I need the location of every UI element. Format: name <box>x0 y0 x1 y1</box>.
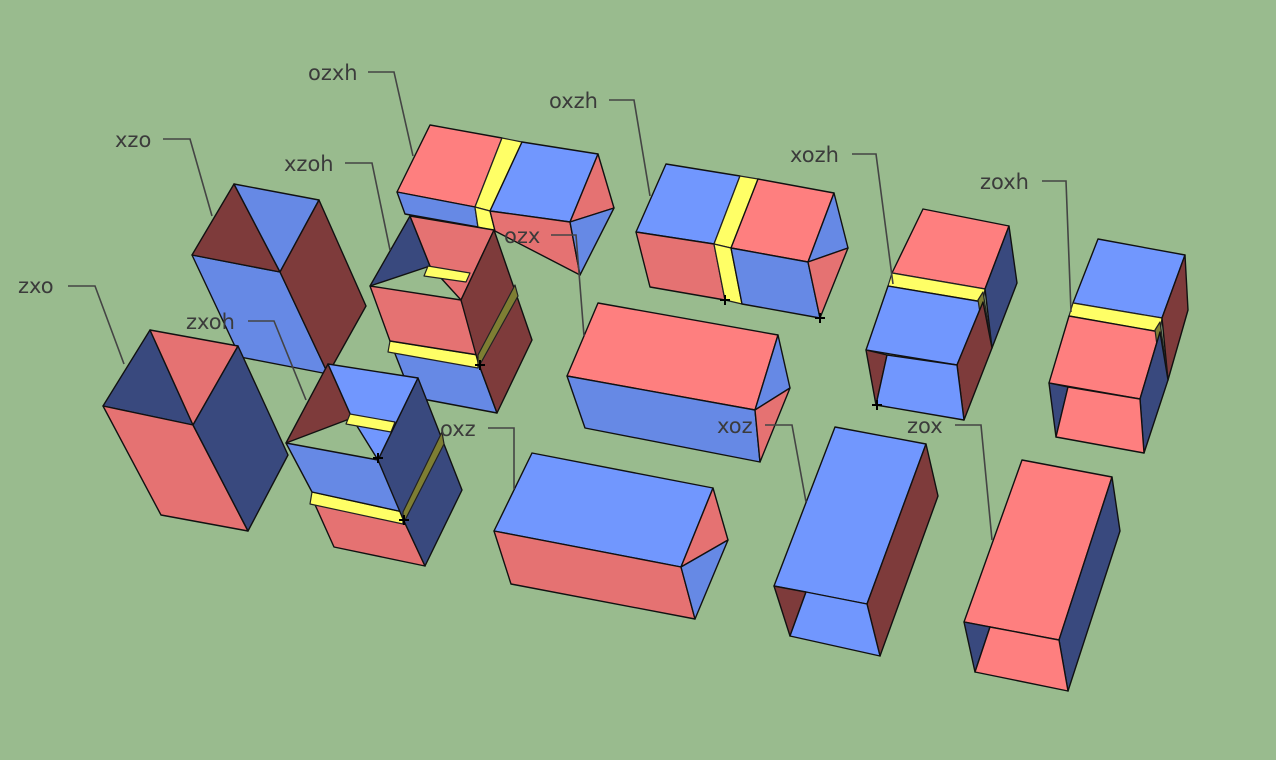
leader-xozh <box>852 153 894 285</box>
box-xzoh-hinge-right <box>477 284 519 369</box>
label-xzo: xzo <box>115 128 151 152</box>
box-oxz-end-face <box>680 539 729 620</box>
box-ozxh <box>396 124 615 276</box>
box-xzo-right-face <box>279 199 367 375</box>
box-xozh-inner-floor <box>875 354 965 421</box>
leader-xoz <box>765 424 807 503</box>
box-zoxh-inner-floor <box>1055 386 1145 454</box>
label-ozxh: ozxh <box>308 61 358 85</box>
label-xoz: xoz <box>717 414 753 438</box>
box-oxzh-end-face <box>807 247 849 319</box>
box-xzo <box>191 183 367 375</box>
leader-ozx <box>551 234 585 337</box>
box-xoz-inner-floor <box>789 591 881 657</box>
box-zox-inner-floor <box>974 626 1069 692</box>
label-zxoh: zxoh <box>186 310 235 334</box>
box-xozh-side-upper <box>984 225 1018 349</box>
label-ozx: ozx <box>504 224 540 248</box>
leader-zoxh <box>1042 180 1072 313</box>
leader-oxz <box>488 427 515 489</box>
label-oxz: oxz <box>440 417 476 441</box>
leader-zxoh <box>248 320 307 401</box>
leader-lines <box>68 71 1072 541</box>
box-xozh <box>865 208 1018 421</box>
label-oxzh: oxzh <box>549 89 598 113</box>
box-xzoh-hinge-inner <box>423 265 471 283</box>
box-zxoh <box>285 363 463 567</box>
box-zoxh-side-upper <box>1161 254 1189 381</box>
leader-xzoh <box>345 162 391 251</box>
box-zxo-right-face <box>192 345 289 532</box>
leader-zox <box>955 424 993 541</box>
box-zox <box>963 459 1121 692</box>
label-zox: zox <box>907 414 943 438</box>
box-xzoh <box>369 215 533 414</box>
box-oxz <box>493 452 729 620</box>
label-xozh: xozh <box>790 143 839 167</box>
label-zxo: zxo <box>18 274 54 298</box>
box-zxoh-right-face <box>377 377 463 567</box>
box-ozx <box>566 302 791 463</box>
box-ozxh-end-face <box>569 207 615 276</box>
leader-zxo <box>68 285 125 365</box>
box-zxo <box>102 329 289 532</box>
box-oxzh <box>635 163 849 323</box>
box-zoxh <box>1048 238 1189 454</box>
leader-xzo <box>163 138 213 217</box>
leader-oxzh <box>609 99 651 197</box>
label-zoxh: zoxh <box>980 170 1029 194</box>
labels: zxo xzo ozxh xzoh zxoh oxzh ozx oxz xozh… <box>18 61 1029 441</box>
box-xoz <box>773 426 939 657</box>
leader-ozxh <box>368 71 414 157</box>
label-xzoh: xzoh <box>284 152 334 176</box>
